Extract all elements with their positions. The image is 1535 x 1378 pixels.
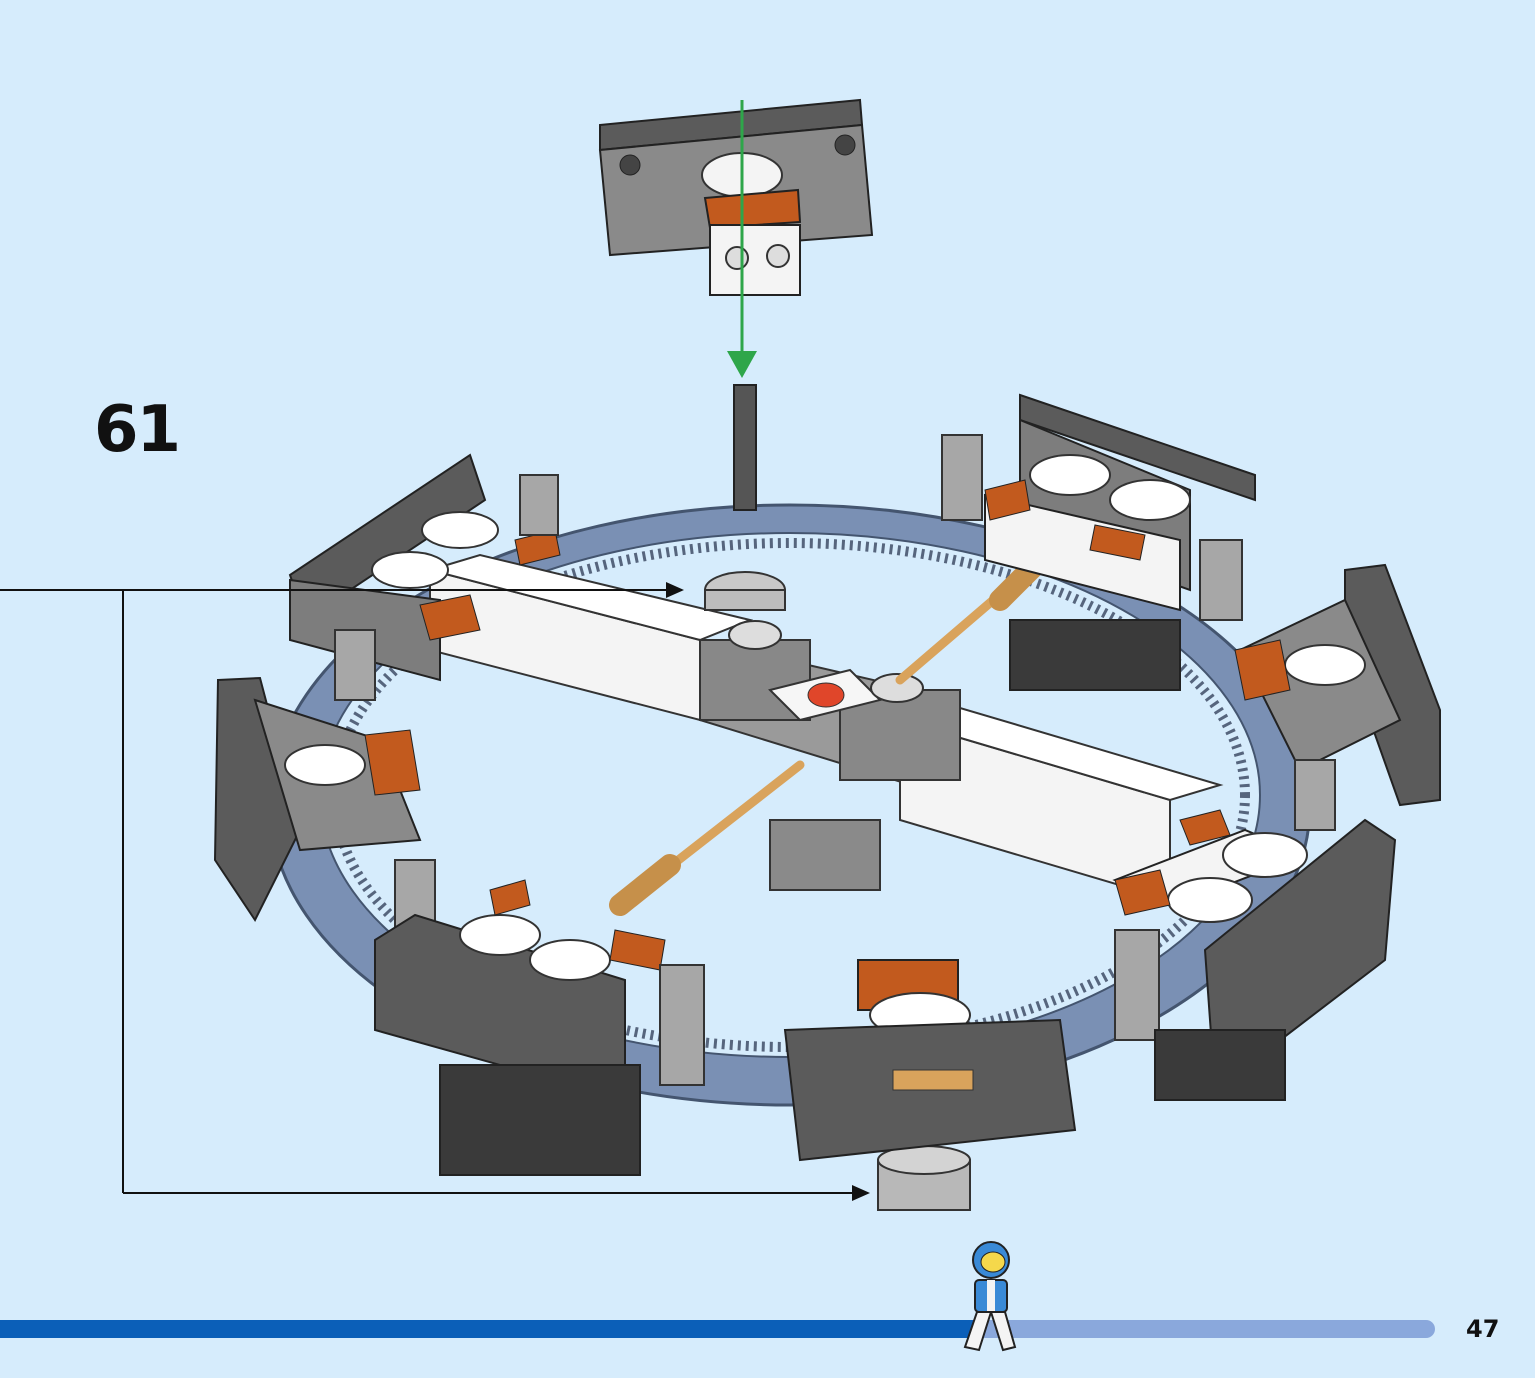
space-logo-tile-icon [807, 682, 845, 708]
progress-fill [0, 1320, 976, 1338]
bracket-module-left [213, 676, 436, 931]
minifigure-progress-icon [963, 1241, 1017, 1352]
bracket-module-top-left [288, 453, 561, 701]
step-number: 61 [94, 393, 181, 467]
bracket-module-bottom-right [1112, 809, 1397, 1101]
callout-arrow-icon [0, 582, 870, 1201]
bracket-module-top-right [941, 393, 1256, 691]
new-part-assembly [598, 98, 874, 296]
small-gear-top [704, 571, 786, 611]
progress-bar [0, 1320, 1435, 1338]
center-axle [733, 384, 757, 511]
bracket-module-right [1234, 563, 1441, 831]
page-number: 47 [1466, 1315, 1500, 1343]
central-beam [426, 553, 1224, 902]
bracket-module-bottom-left [374, 879, 705, 1176]
small-gear-bottom [877, 1145, 971, 1211]
bracket-module-bottom [783, 959, 1077, 1162]
